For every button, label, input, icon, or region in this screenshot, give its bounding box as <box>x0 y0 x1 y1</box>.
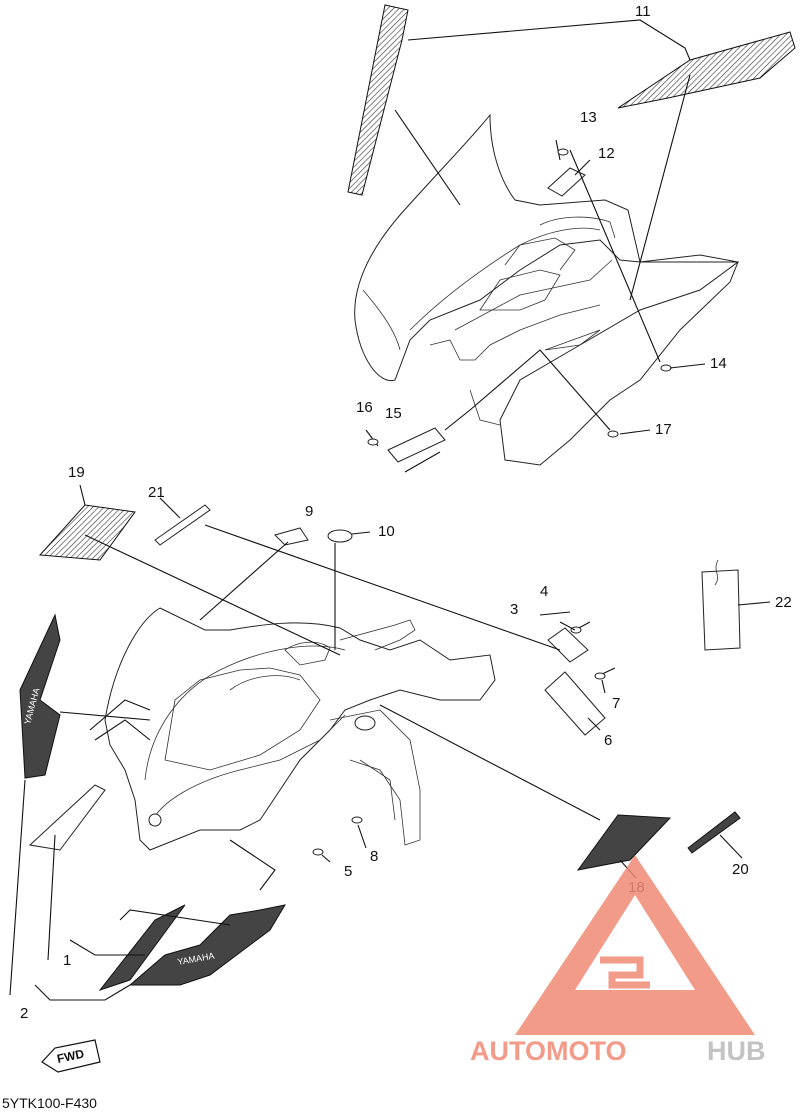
callout-20: 20 <box>732 861 749 878</box>
part-2-left-decal <box>19 613 61 779</box>
callout-12: 12 <box>598 145 615 162</box>
callout-6: 6 <box>604 732 612 749</box>
front-fender-light <box>148 813 162 827</box>
rear-right-decal <box>617 31 796 109</box>
part-13-bolt <box>555 139 569 161</box>
callout-4: 4 <box>540 583 548 600</box>
part-1-lower-decal <box>98 904 186 992</box>
callout-labels: 1 2 3 4 5 6 7 8 9 10 11 12 13 14 15 16 1… <box>20 3 792 1022</box>
watermark-triangle <box>515 855 755 1035</box>
fender-plug <box>354 715 376 731</box>
callout-9: 9 <box>305 503 313 520</box>
part-22-tag <box>701 569 741 651</box>
callout-3: 3 <box>510 601 518 618</box>
part-14-nut <box>660 364 672 372</box>
front-fender <box>104 607 496 851</box>
part-18-decal <box>576 814 672 871</box>
callout-5: 5 <box>344 863 352 880</box>
callout-14: 14 <box>710 355 727 372</box>
watermark-text-part1: AUTOMOTO <box>470 1036 627 1066</box>
part-4-bolt <box>570 621 591 634</box>
callout-7: 7 <box>612 695 620 712</box>
rear-fender-assembly <box>347 4 796 473</box>
callout-1: 1 <box>63 952 71 969</box>
part-7-bolt <box>594 667 616 680</box>
callout-22: 22 <box>775 594 792 611</box>
part-2-lower-decal <box>128 904 287 986</box>
part-19-decal <box>38 504 136 561</box>
rear-left-decal <box>347 4 409 196</box>
part-10-cap <box>327 529 353 543</box>
part-21-strip <box>154 504 211 546</box>
callout-11: 11 <box>635 3 651 20</box>
callout-21: 21 <box>148 484 165 501</box>
part-15 <box>387 427 446 463</box>
callout-17: 17 <box>655 421 672 438</box>
rear-fender <box>354 113 740 466</box>
callout-15: 15 <box>385 405 402 422</box>
callout-10: 10 <box>378 523 395 540</box>
fwd-arrow: FWD <box>41 1039 101 1073</box>
callout-16: 16 <box>356 399 373 416</box>
watermark-logo: AUTOMOTO HUB <box>470 855 766 1066</box>
callout-13: 13 <box>580 109 597 126</box>
part-20-strip <box>687 811 741 854</box>
part-1-upper-decal <box>28 784 106 851</box>
callout-8: 8 <box>370 848 378 865</box>
watermark-text-part2: HUB <box>707 1036 766 1066</box>
front-fender-assembly: YAMAHA YAMAHA <box>9 484 771 1001</box>
part-8-nut <box>351 816 363 824</box>
part-5-nut <box>312 848 324 856</box>
fwd-label: FWD <box>56 1046 86 1065</box>
part-9-decal <box>274 527 309 546</box>
part-3-plate <box>547 627 589 663</box>
part-16-clip <box>365 429 379 447</box>
callout-19: 19 <box>68 464 85 481</box>
drawing-code: 5YTK100-F430 <box>2 1095 97 1111</box>
callout-2: 2 <box>20 1005 28 1022</box>
part-17-nut <box>607 430 619 438</box>
